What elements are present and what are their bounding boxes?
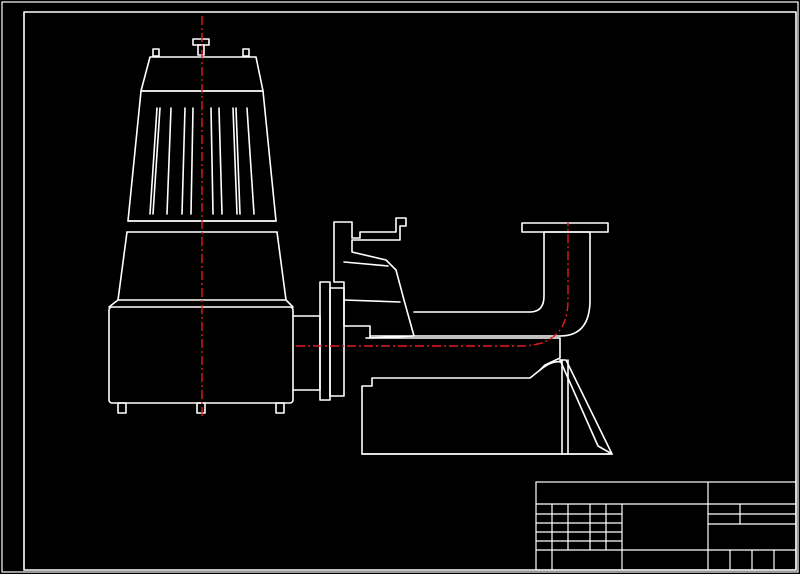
lifting-eye xyxy=(192,38,210,56)
discharge-flange xyxy=(521,222,609,233)
mounting-bracket xyxy=(333,217,415,339)
motor-feet xyxy=(117,402,285,414)
center-lines xyxy=(201,16,569,418)
coupling-housing xyxy=(292,315,321,391)
motor-assembly xyxy=(108,38,321,414)
top-studs xyxy=(152,48,250,57)
cooling-fins xyxy=(149,107,255,215)
inner-frame xyxy=(23,11,797,571)
discharge-elbow xyxy=(521,222,609,337)
pump-casing xyxy=(361,337,613,455)
pump-body xyxy=(361,311,613,455)
motor-base-housing xyxy=(108,306,294,404)
connection-flange xyxy=(319,281,345,401)
title-block xyxy=(535,481,797,571)
